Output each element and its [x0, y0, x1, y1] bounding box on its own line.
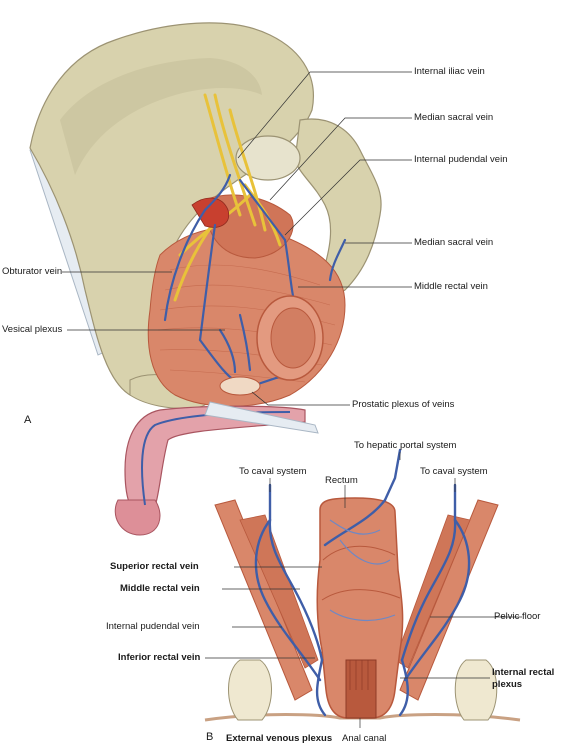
label-to-hepatic-portal-system: To hepatic portal system [354, 440, 457, 451]
anal-canal [345, 659, 377, 719]
label-internal-pudendal-vein-upper: Internal pudendal vein [414, 154, 508, 165]
sacrum [294, 118, 382, 295]
rectum-coronal-view [204, 448, 521, 722]
label-middle-rectal-vein-upper: Middle rectal vein [414, 281, 488, 292]
ilium-shadow [60, 58, 262, 175]
label-rectum: Rectum [325, 475, 358, 486]
glans [114, 499, 161, 536]
label-obturator-vein: Obturator vein [2, 266, 63, 277]
label-middle-rectal-vein-lower: Middle rectal vein [120, 583, 200, 594]
label-pelvic-floor: Pelvic floor [494, 611, 541, 622]
ischial-tuberosity-right [454, 659, 498, 721]
label-internal-pudendal-vein-lower: Internal pudendal vein [106, 621, 200, 632]
label-prostatic-plexus: Prostatic plexus of veins [352, 399, 455, 410]
label-inferior-rectal-vein: Inferior rectal vein [118, 652, 201, 663]
internal-iliac-artery [191, 197, 230, 228]
label-internal-rectal-plexus-line1: Internal rectal [492, 667, 555, 678]
label-anal-canal: Anal canal [342, 733, 387, 744]
rectum-folds [321, 545, 401, 601]
prostate-section [219, 376, 261, 396]
rectal-veins [254, 448, 471, 717]
panel-label-b: B [206, 731, 214, 743]
label-vesical-plexus: Vesical plexus [2, 324, 63, 335]
pelvic-floor-left [214, 499, 313, 701]
penile-ligament [204, 401, 319, 434]
vertebral-disc [235, 135, 301, 181]
label-to-caval-system-right: To caval system [420, 466, 488, 477]
leader-lines-b [205, 452, 522, 728]
rectum-lumen [270, 307, 316, 369]
label-to-caval-system-left: To caval system [239, 466, 307, 477]
label-internal-iliac-vein: Internal iliac vein [414, 66, 485, 77]
panel-label-a: A [24, 414, 32, 426]
ischial-tuberosity-left [228, 659, 272, 721]
levator-left [239, 514, 319, 669]
label-superior-rectal-vein: Superior rectal vein [110, 561, 199, 572]
leader-lines-a [62, 71, 412, 406]
rectum-body [316, 497, 404, 719]
pelvis-lateral-view [29, 22, 382, 536]
label-median-sacral-vein-lower: Median sacral vein [414, 237, 494, 248]
label-external-venous-plexus: External venous plexus [226, 733, 333, 744]
label-internal-rectal-plexus-line2: plexus [492, 679, 523, 690]
label-median-sacral-vein-upper: Median sacral vein [414, 112, 494, 123]
pelvic-floor-right [399, 499, 499, 701]
